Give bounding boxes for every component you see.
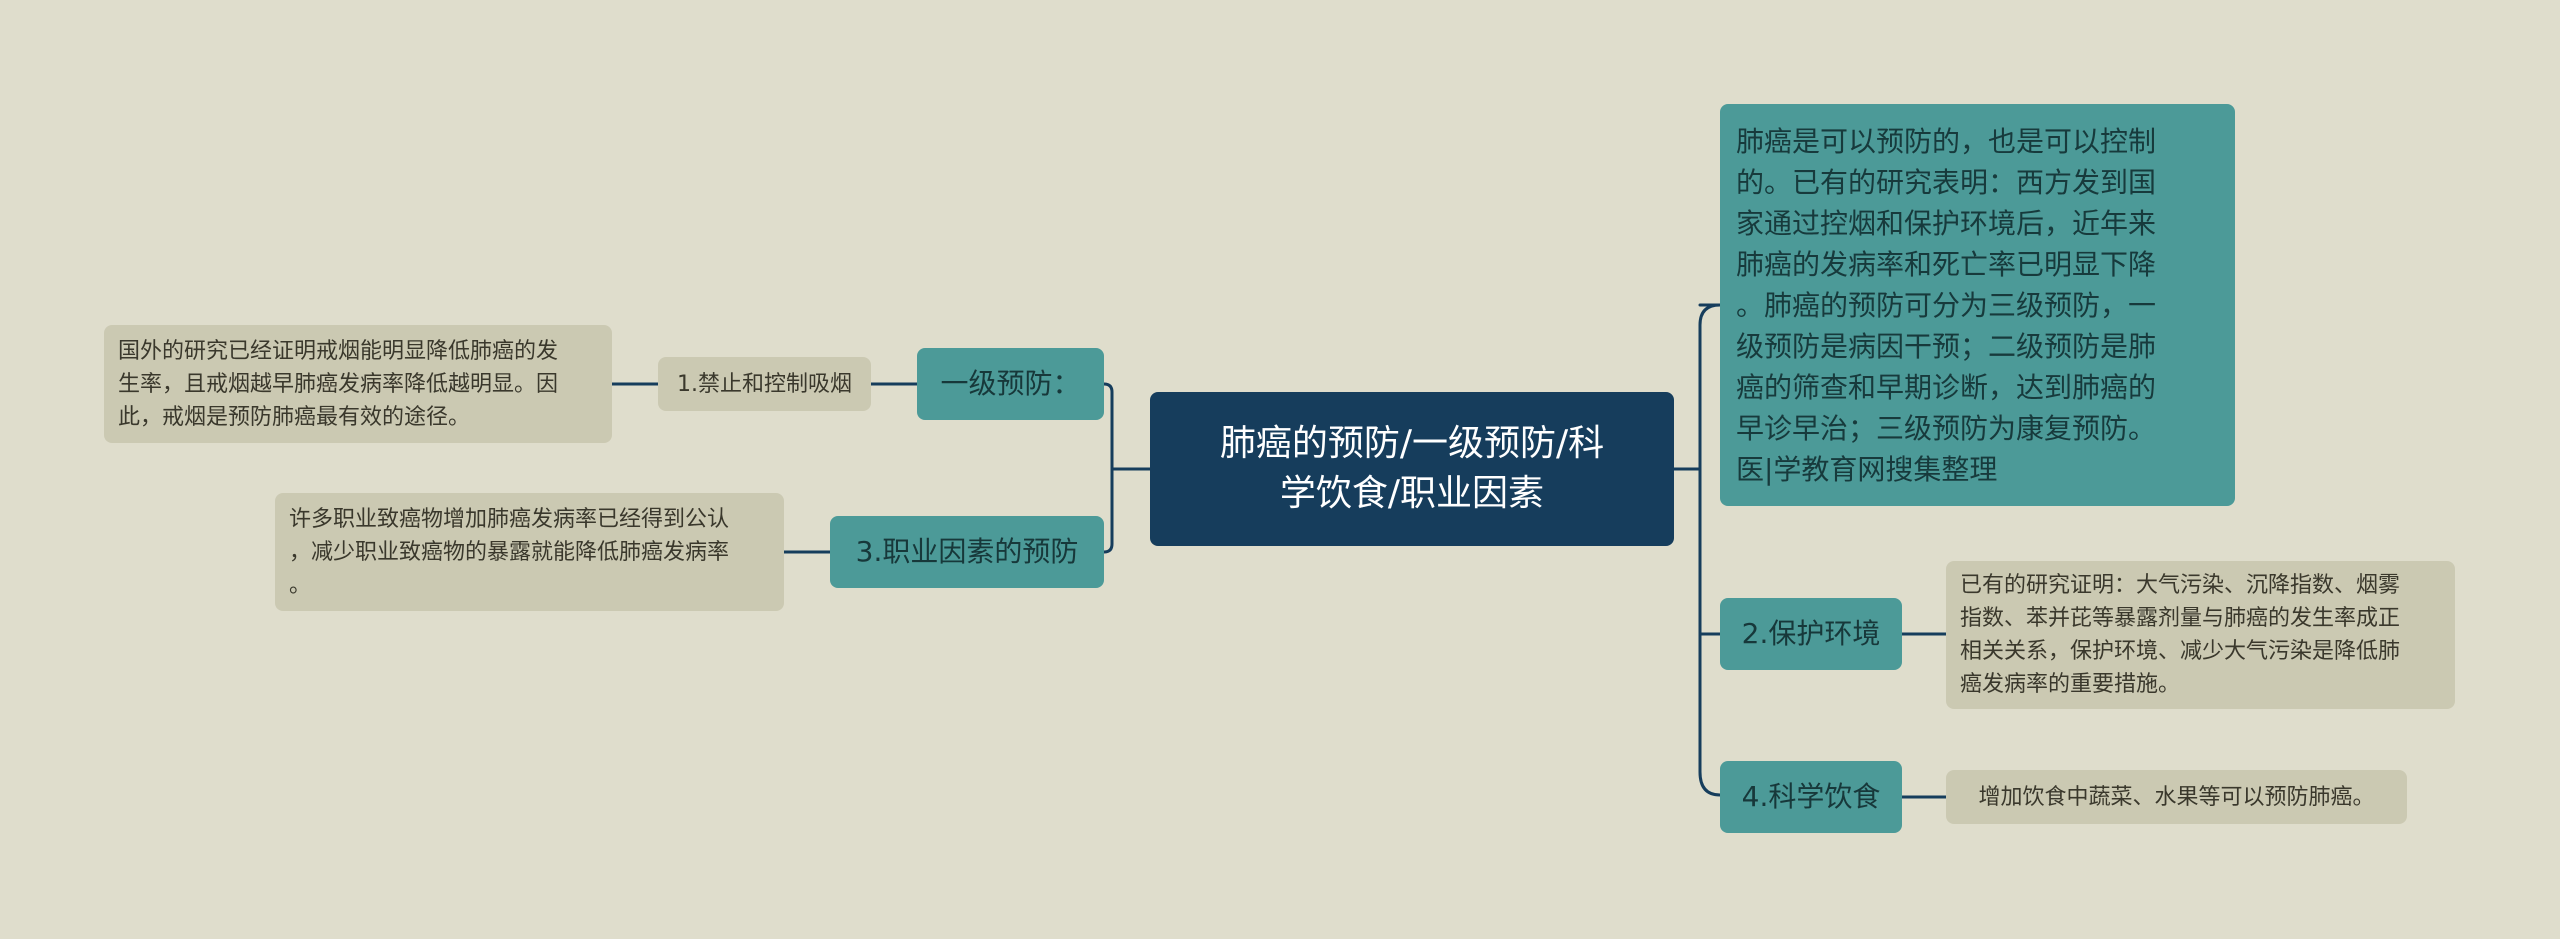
- connector-left-trunk: [1102, 382, 1114, 554]
- branch-primary-prevention[interactable]: 一级预防：: [917, 348, 1104, 420]
- leaf-environment-detail-text: 已有的研究证明：大气污染、沉降指数、烟雾 指数、苯并芘等暴露剂量与肺癌的发生率成…: [1960, 573, 2401, 697]
- leaf-occupational-detail[interactable]: 许多职业致癌物增加肺癌发病率已经得到公认 ，减少职业致癌物的暴露就能降低肺癌发病…: [275, 493, 784, 611]
- connector-right-trunk: [1698, 303, 1722, 797]
- root-topic-node[interactable]: 肺癌的预防/一级预防/科 学饮食/职业因素: [1150, 392, 1674, 546]
- branch-scientific-diet[interactable]: 4.科学饮食: [1720, 761, 1902, 833]
- branch-environment-protection-label: 2.保护环境: [1741, 617, 1881, 650]
- root-topic-label: 肺癌的预防/一级预防/科 学饮食/职业因素: [1219, 423, 1605, 514]
- leaf-occupational-detail-text: 许多职业致癌物增加肺癌发病率已经得到公认 ，减少职业致癌物的暴露就能降低肺癌发病…: [289, 506, 730, 598]
- branch-occupational-prevention[interactable]: 3.职业因素的预防: [830, 516, 1104, 588]
- leaf-smoking-control[interactable]: 1.禁止和控制吸烟: [658, 357, 871, 411]
- leaf-diet-detail[interactable]: 增加饮食中蔬菜、水果等可以预防肺癌。: [1946, 770, 2407, 824]
- leaf-smoking-detail-text: 国外的研究已经证明戒烟能明显降低肺癌的发 生率，且戒烟越早肺癌发病率降低越明显。…: [118, 338, 559, 430]
- branch-occupational-prevention-label: 3.职业因素的预防: [855, 535, 1079, 568]
- branch-primary-prevention-label: 一级预防：: [940, 367, 1081, 400]
- leaf-smoking-control-label: 1.禁止和控制吸烟: [677, 371, 852, 397]
- branch-environment-protection[interactable]: 2.保护环境: [1720, 598, 1902, 670]
- leaf-diet-detail-text: 增加饮食中蔬菜、水果等可以预防肺癌。: [1978, 784, 2375, 810]
- branch-prevention-summary-text: 肺癌是可以预防的，也是可以控制 的。已有的研究表明：西方发到国 家通过控烟和保护…: [1736, 124, 2157, 486]
- branch-scientific-diet-label: 4.科学饮食: [1741, 780, 1881, 813]
- leaf-environment-detail[interactable]: 已有的研究证明：大气污染、沉降指数、烟雾 指数、苯并芘等暴露剂量与肺癌的发生率成…: [1946, 561, 2455, 709]
- branch-prevention-summary[interactable]: 肺癌是可以预防的，也是可以控制 的。已有的研究表明：西方发到国 家通过控烟和保护…: [1720, 104, 2235, 506]
- leaf-smoking-detail[interactable]: 国外的研究已经证明戒烟能明显降低肺癌的发 生率，且戒烟越早肺癌发病率降低越明显。…: [104, 325, 612, 443]
